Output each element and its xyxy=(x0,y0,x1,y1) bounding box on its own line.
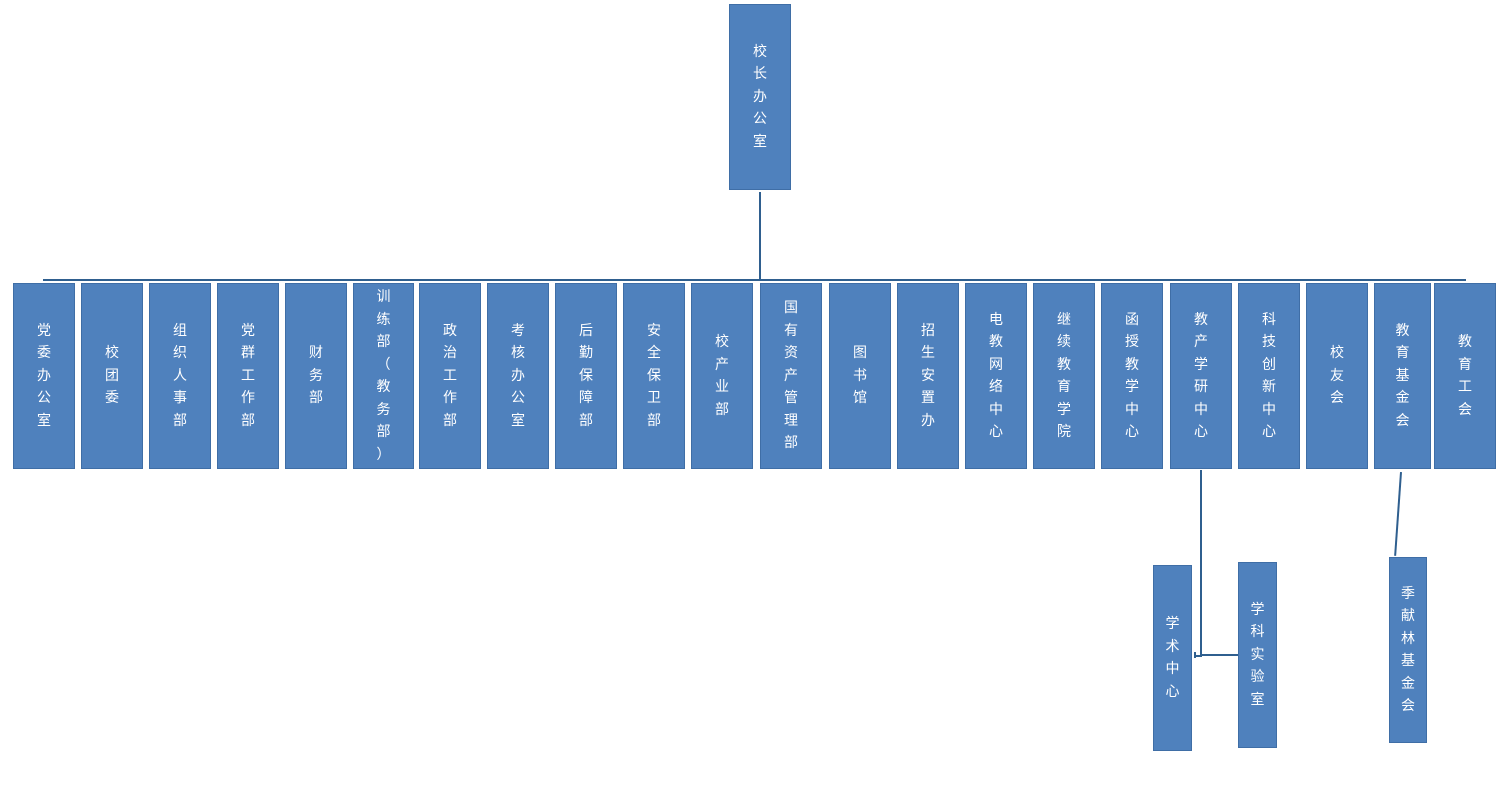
department-label: 安全保卫部 xyxy=(646,322,661,429)
department-label: 函授教学中心 xyxy=(1124,311,1139,441)
industry-center-down-connector xyxy=(1200,470,1202,656)
child-node-label: 学术中心 xyxy=(1165,616,1180,700)
department-node: 后勤保障部 xyxy=(555,283,617,469)
department-node: 函授教学中心 xyxy=(1101,283,1163,469)
department-node: 图书馆 xyxy=(829,283,891,469)
department-label: 组织人事部 xyxy=(172,322,187,429)
child-node-label: 学科实验室 xyxy=(1250,601,1265,708)
academic-center-connector xyxy=(1194,655,1202,657)
department-node: 科技创新中心 xyxy=(1238,283,1300,469)
department-node: 继续教育学院 xyxy=(1033,283,1095,469)
department-label: 财务部 xyxy=(308,345,323,407)
department-node: 组织人事部 xyxy=(149,283,211,469)
department-label: 校友会 xyxy=(1329,345,1344,407)
child-node-discipline-lab: 学科实验室 xyxy=(1238,562,1277,748)
foundation-child-connector xyxy=(1394,472,1402,556)
department-label: 图书馆 xyxy=(852,345,867,407)
department-label: 后勤保障部 xyxy=(578,322,593,429)
department-label: 党委办公室 xyxy=(36,322,51,429)
department-label: 科技创新中心 xyxy=(1261,311,1276,441)
root-node-principal-office: 校长办公室 xyxy=(729,4,791,190)
child-node-ji-xianlin-foundation: 季献林基金会 xyxy=(1389,557,1427,743)
department-label: 校团委 xyxy=(104,345,119,407)
department-node: 校团委 xyxy=(81,283,143,469)
discipline-lab-connector xyxy=(1200,654,1238,656)
child-node-academic-center: 学术中心 xyxy=(1153,565,1192,751)
department-node: 招生安置办 xyxy=(897,283,959,469)
department-label: 校产业部 xyxy=(714,334,729,418)
child-node-label: 季献林基金会 xyxy=(1400,585,1415,715)
department-node: 教产学研中心 xyxy=(1170,283,1232,469)
department-label: 国有资产管理部 xyxy=(783,300,798,452)
department-node: 教育基金会 xyxy=(1374,283,1431,469)
department-node: 校友会 xyxy=(1306,283,1368,469)
department-node: 校产业部 xyxy=(691,283,753,469)
department-node: 教育工会 xyxy=(1434,283,1496,469)
department-label: 电教网络中心 xyxy=(988,311,1003,441)
department-label: 训练部（教务部） xyxy=(376,289,391,463)
department-label: 教育工会 xyxy=(1457,334,1472,418)
department-node: 电教网络中心 xyxy=(965,283,1027,469)
department-node: 财务部 xyxy=(285,283,347,469)
department-node: 政治工作部 xyxy=(419,283,481,469)
root-vertical-connector xyxy=(759,192,761,281)
department-label: 招生安置办 xyxy=(920,322,935,429)
department-node: 国有资产管理部 xyxy=(760,283,822,469)
department-node: 训练部（教务部） xyxy=(353,283,414,469)
department-label: 教产学研中心 xyxy=(1193,311,1208,441)
department-label: 党群工作部 xyxy=(240,322,255,429)
department-node: 党委办公室 xyxy=(13,283,75,469)
department-node: 党群工作部 xyxy=(217,283,279,469)
department-label: 考核办公室 xyxy=(510,322,525,429)
department-node: 考核办公室 xyxy=(487,283,549,469)
department-label: 继续教育学院 xyxy=(1056,311,1071,441)
department-label: 教育基金会 xyxy=(1395,322,1410,429)
root-node-label: 校长办公室 xyxy=(752,43,767,150)
academic-center-tick-connector xyxy=(1194,652,1196,658)
department-label: 政治工作部 xyxy=(442,322,457,429)
department-node: 安全保卫部 xyxy=(623,283,685,469)
department-bus-connector xyxy=(43,279,1466,281)
